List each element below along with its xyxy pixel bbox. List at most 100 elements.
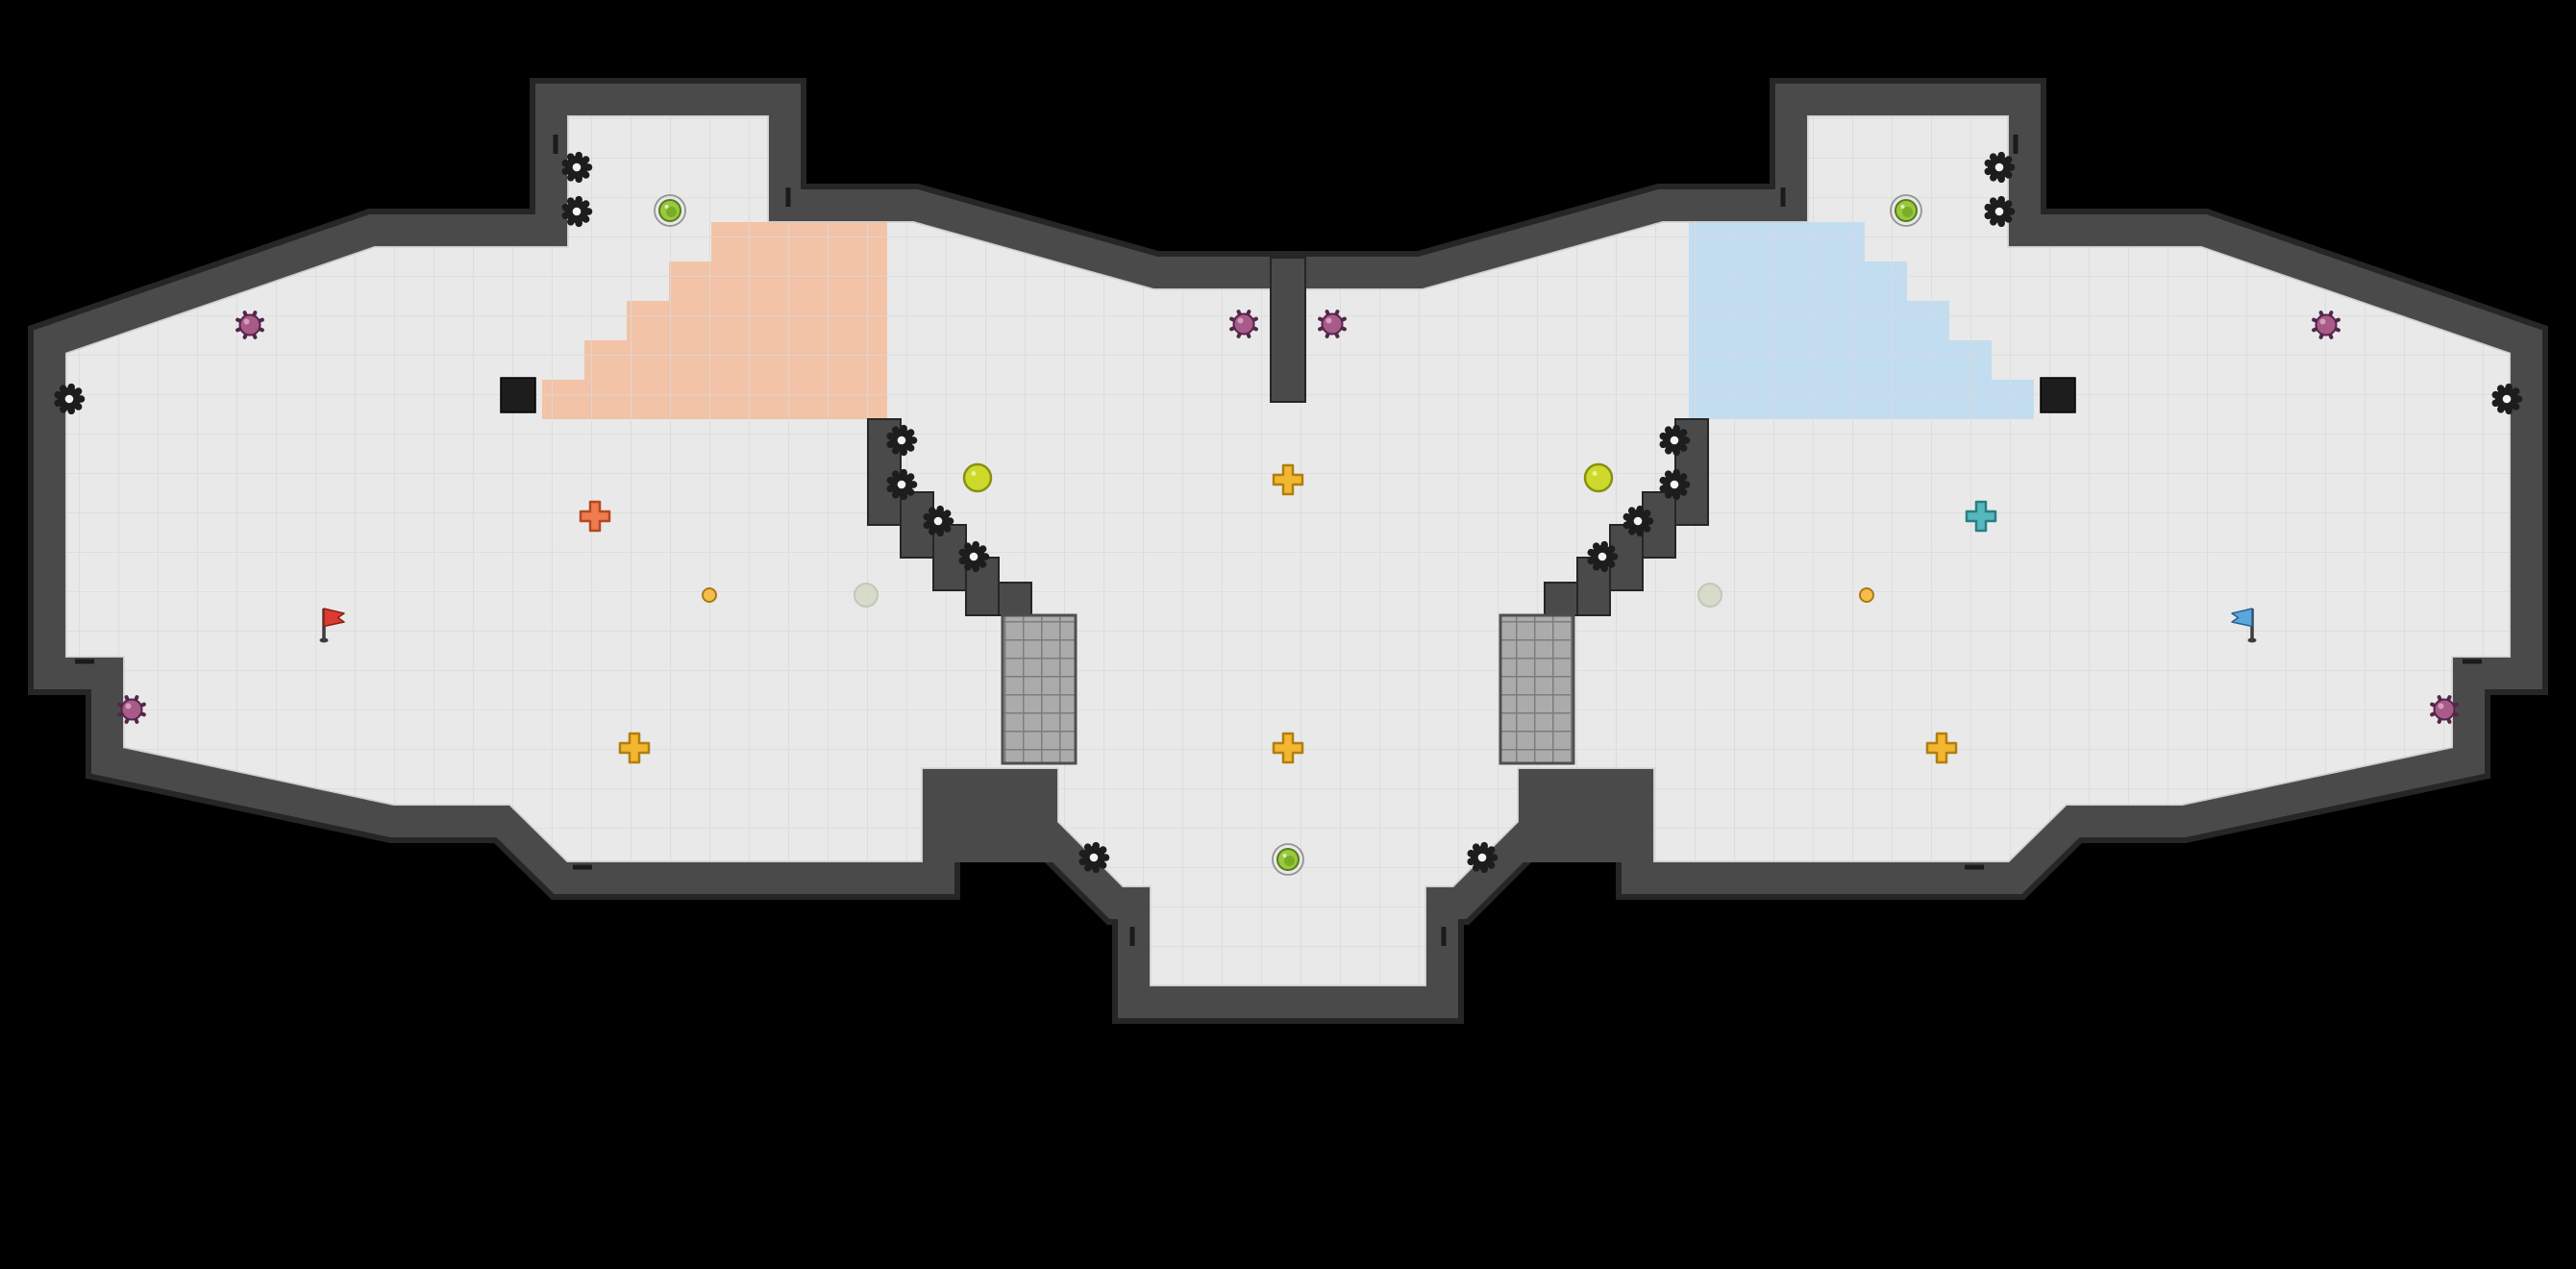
orb-glint [971,471,977,476]
gear-trap [54,383,86,415]
mine-highlight [1325,317,1332,324]
gear-center [969,552,978,561]
yellow-cross [1272,732,1304,764]
gear-trap [886,468,918,501]
gear-center [897,480,906,489]
yellow-dot [702,587,717,603]
orb-ring [654,194,686,227]
lime-orb [962,462,993,493]
orb-glint [1282,854,1287,858]
gear-center [2502,394,2512,404]
orb-glint [1592,471,1598,476]
gear-center [1633,516,1643,526]
mine [235,311,264,339]
flag-cloth [323,608,345,628]
gear-trap [1984,195,2016,228]
gear-center [897,435,906,445]
mine [1229,310,1258,338]
interior-wall [1544,582,1578,616]
wall-joint-tick [1129,927,1135,946]
interior-wall [923,769,1057,862]
grate [1499,613,1575,765]
mine-highlight [125,703,132,709]
gear-trap [886,424,918,457]
mine-highlight [1237,317,1244,324]
gear-center [933,516,943,526]
gear-center [1477,853,1487,862]
mine-body [2315,313,2338,336]
mine [2430,695,2459,724]
gear-center [1994,162,2004,172]
gear-center [1670,480,1679,489]
gear-trap [2491,383,2523,415]
green-orb [654,194,686,227]
mine-body [1232,312,1255,336]
gear-trap [1078,841,1110,874]
orb-shade [1284,856,1295,866]
gear-center [1598,552,1607,561]
wall-joint-tick [2463,659,2482,664]
gear-center [1089,853,1099,862]
teal-cross [1965,500,1997,533]
interior-wall [998,582,1032,616]
gear-trap [561,151,593,184]
orb-body [962,462,993,493]
gear-center [1994,207,2004,216]
mine-body [120,698,143,721]
red-flag [319,608,345,643]
faded-orb [854,583,879,608]
mine [2312,311,2341,339]
faded-orb [1697,583,1722,608]
gear-trap [1984,151,2016,184]
grate [1001,613,1077,765]
blue-flag [2231,608,2257,643]
mine-body [2433,698,2456,721]
yellow-cross [1272,463,1304,496]
orb-glint [1900,205,1905,209]
wall-joint-tick [785,187,791,207]
wall-joint-tick [1780,187,1786,207]
gear-trap [1622,505,1654,537]
green-orb [1890,194,1922,227]
orb-shade [666,207,677,217]
black-block [500,377,536,413]
mine [117,695,146,724]
flag-cloth [2231,608,2253,628]
wall-joint-tick [1441,927,1447,946]
mine [1318,310,1347,338]
wall-joint-tick [1965,864,1984,870]
orb-glint [664,205,669,209]
yellow-dot [1859,587,1874,603]
orb-shade [1902,207,1913,217]
black-block [2040,377,2076,413]
mine-highlight [243,318,250,325]
orb-ring [1272,843,1304,876]
interior-wall [1270,257,1306,403]
orb-ring [1890,194,1922,227]
yellow-cross [618,732,651,764]
orange-cross [579,500,611,533]
gear-trap [1659,468,1691,501]
green-orb [1272,843,1304,876]
mine-highlight [2319,318,2326,325]
interior-wall [1519,769,1653,862]
gear-center [572,207,582,216]
gear-trap [561,195,593,228]
gear-center [64,394,74,404]
wall-joint-tick [2013,135,2019,154]
wall-joint-tick [75,659,94,664]
mine-body [1321,312,1344,336]
mine-body [238,313,261,336]
mine-highlight [2438,703,2444,709]
gear-center [572,162,582,172]
yellow-cross [1925,732,1958,764]
gear-center [1670,435,1679,445]
wall-joint-tick [553,135,558,154]
orb-body [1583,462,1614,493]
gear-trap [1659,424,1691,457]
lime-orb [1583,462,1614,493]
gear-trap [1467,841,1499,874]
